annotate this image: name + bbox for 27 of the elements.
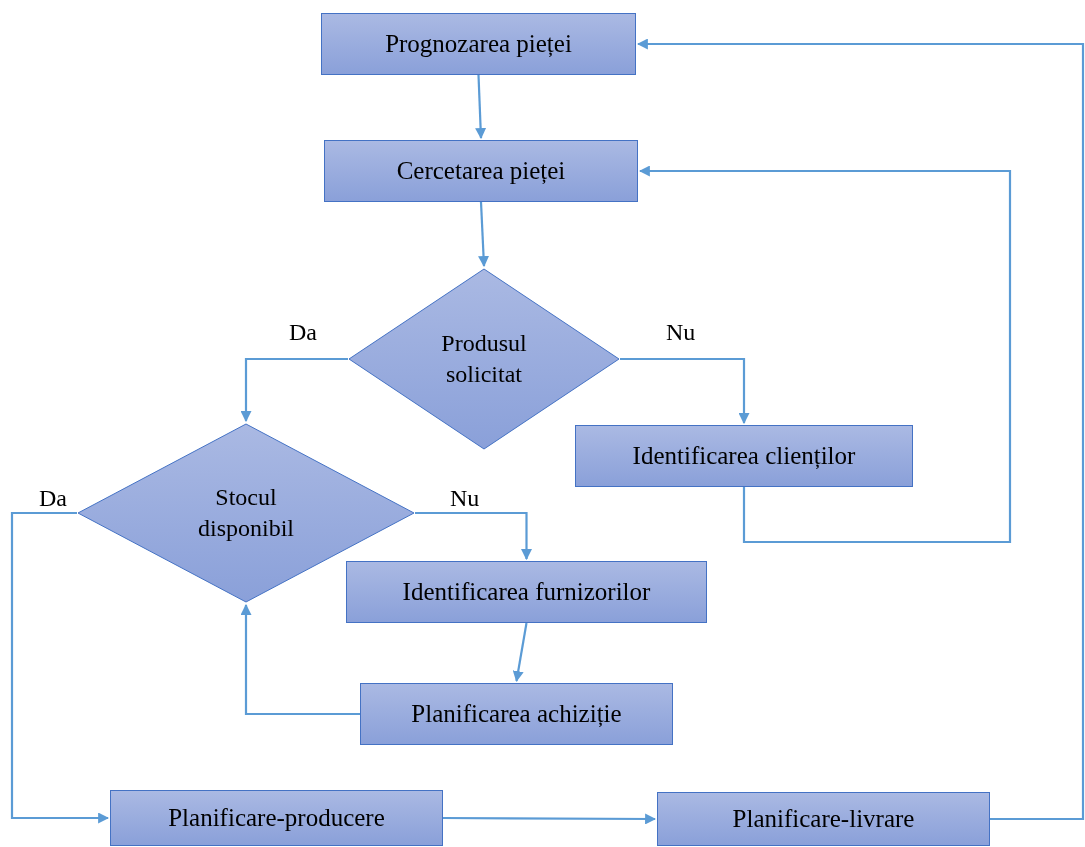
arrow — [443, 813, 657, 825]
process-box — [110, 790, 443, 846]
node-label: Planificare-producere — [168, 802, 385, 833]
process-box — [346, 561, 707, 623]
arrow — [415, 511, 532, 561]
arrow — [636, 38, 1085, 821]
arrow — [512, 622, 528, 683]
arrow — [478, 201, 490, 268]
process-box — [321, 13, 636, 75]
node-label: Produsul solicitat — [440, 328, 528, 389]
node-label: Planificare-livrare — [732, 803, 915, 834]
node-label: Stocul disponibil — [197, 482, 295, 543]
arrow — [10, 511, 110, 824]
arrow — [620, 357, 750, 425]
process-box — [324, 140, 638, 202]
node-label: Identificarea clienților — [632, 440, 856, 471]
process-box — [657, 792, 990, 846]
arrow — [240, 357, 348, 423]
arrow — [240, 603, 360, 716]
node-label: Planificarea achiziție — [411, 698, 622, 729]
arrow — [638, 165, 1012, 544]
node-label: Cercetarea pieței — [396, 155, 566, 186]
node-label: Prognozarea pieței — [385, 28, 572, 59]
arrow — [475, 74, 487, 140]
process-box — [360, 683, 673, 745]
node-label: Identificarea furnizorilor — [402, 576, 651, 607]
process-box — [575, 425, 913, 487]
